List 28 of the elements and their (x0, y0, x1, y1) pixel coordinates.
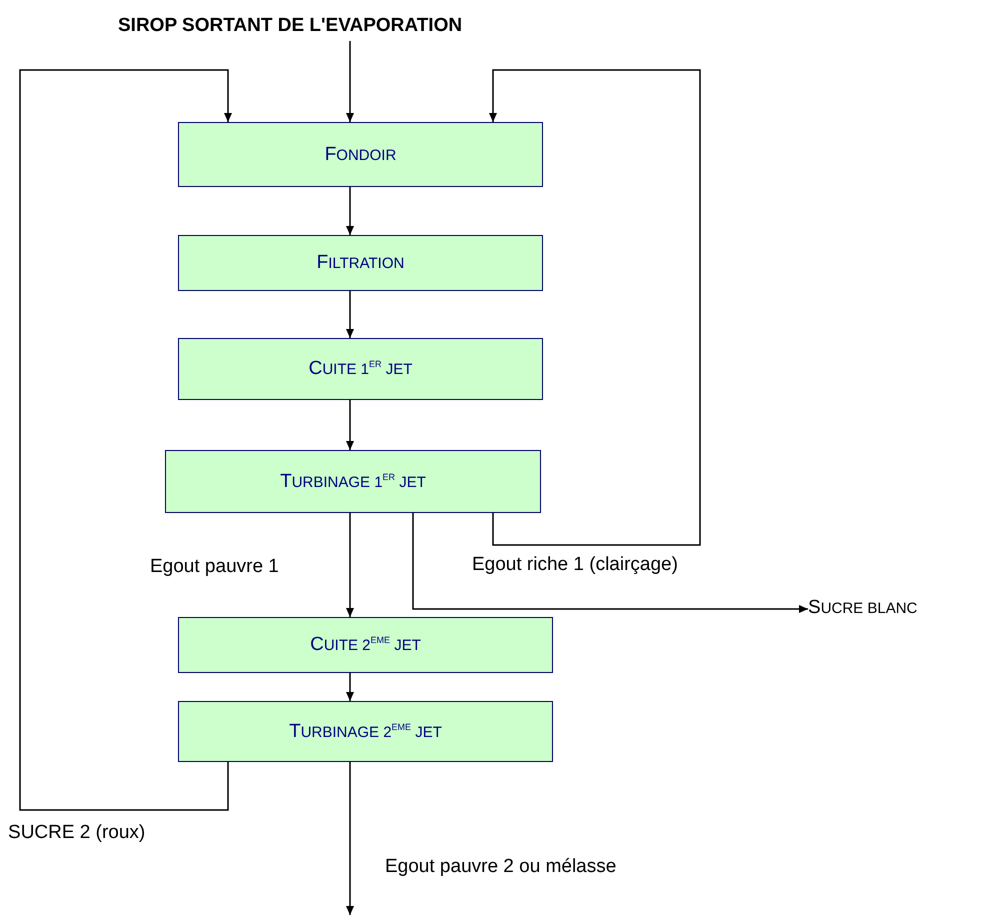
flow-arrow (19, 69, 232, 811)
flow-arrow (346, 513, 354, 617)
flow-arrow (346, 41, 354, 122)
process-label: TURBINAGE 1$^{ER}$ JET (280, 470, 426, 492)
process-label: FILTRATION (316, 252, 404, 274)
process-label: TURBINAGE 2$^{EME}$ JET (289, 720, 442, 742)
flow-arrow (346, 400, 354, 450)
edge-label: SUCRE 2 (roux) (8, 822, 146, 844)
process-box (178, 122, 543, 187)
flow-arrow (346, 187, 354, 235)
flow-arrow (489, 69, 701, 546)
process-label: FONDOIR (324, 144, 396, 166)
flow-arrow (346, 291, 354, 338)
edge-label: Egout pauvre 1 (150, 556, 279, 578)
process-box (178, 617, 553, 673)
flow-title: SIROP SORTANT DE L'EVAPORATION (118, 15, 462, 37)
process-label: CUITE 2$^{EME}$ JET (310, 634, 421, 656)
flow-arrow (346, 673, 354, 701)
process-box (165, 450, 541, 513)
process-box (178, 235, 543, 291)
process-box (178, 338, 543, 400)
flow-arrow (346, 762, 354, 915)
flow-arrow (412, 513, 808, 613)
edge-label: Egout riche 1 (clairçage) (472, 554, 678, 576)
output-label: SUCRE BLANC (808, 597, 918, 619)
edge-label: Egout pauvre 2 ou mélasse (385, 856, 616, 878)
process-box (178, 701, 553, 762)
process-label: CUITE 1$^{ER}$ JET (308, 358, 412, 380)
